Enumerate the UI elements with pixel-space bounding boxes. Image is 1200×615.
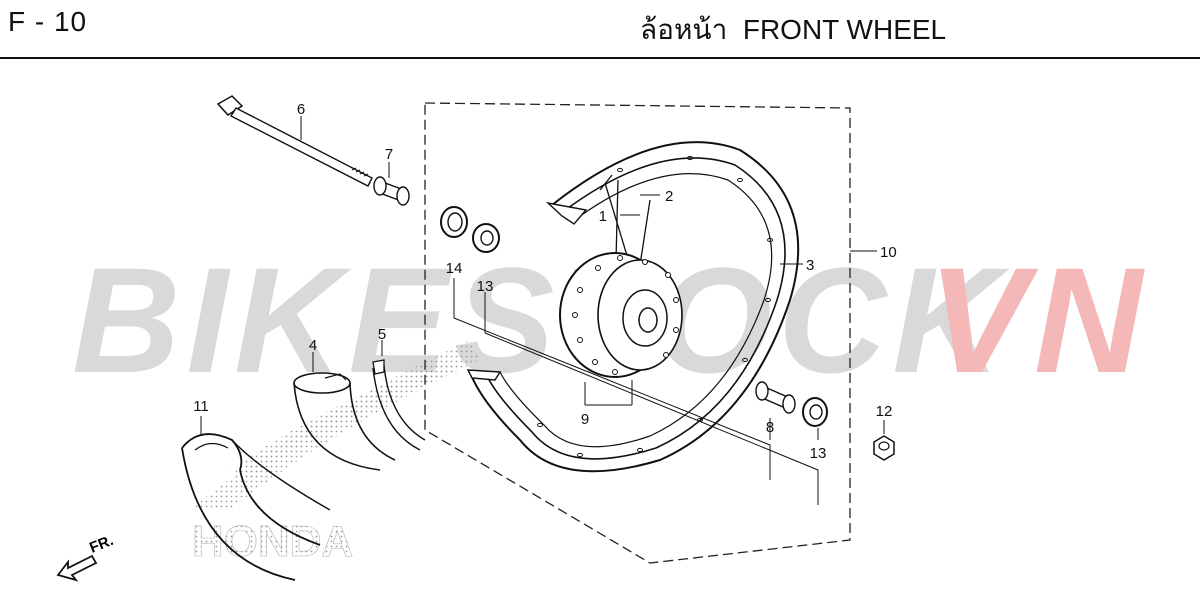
callout-10: 10: [880, 244, 897, 261]
callout-3: 3: [806, 257, 814, 274]
honda-logo: HONDA: [190, 340, 480, 566]
callout-4: 4: [309, 337, 317, 354]
tube: [293, 372, 396, 471]
callout-2: 2: [665, 188, 673, 205]
rim-band: [372, 359, 426, 451]
callouts: 1 2 3 4 5 6 7 8 9 10 11 12 13 13 14: [193, 101, 896, 462]
watermark-text-red: VN: [928, 236, 1148, 404]
page-code: F - 10: [8, 6, 88, 37]
bearing-left: [472, 223, 500, 253]
callout-1: 1: [599, 208, 607, 225]
front-label: FR.: [87, 532, 116, 557]
callout-7: 7: [385, 146, 393, 163]
rim: [466, 141, 800, 473]
watermark-text-gray: BIKESTOCK: [72, 236, 1010, 404]
axle-nut: [873, 435, 895, 461]
watermark: BIKESTOCK VN: [72, 236, 1148, 404]
callout-14: 14: [446, 260, 463, 277]
callout-9: 9: [581, 411, 589, 428]
callout-13-right: 13: [810, 445, 827, 462]
page-header: F - 10 ล้อหน้า FRONT WHEEL: [0, 0, 1200, 59]
header-rule: [0, 57, 1200, 59]
callout-6: 6: [297, 101, 305, 118]
arrow-icon: [56, 554, 98, 582]
bearing-right: [802, 397, 828, 427]
callout-12: 12: [876, 403, 893, 420]
callout-5: 5: [378, 326, 386, 343]
callout-8: 8: [766, 419, 774, 436]
page-title: ล้อหน้า FRONT WHEEL: [640, 14, 947, 45]
spokes: [599, 174, 651, 273]
wheel-hub: [559, 252, 683, 378]
tire: [181, 433, 331, 581]
callout-11: 11: [193, 398, 209, 415]
dust-seal: [440, 206, 468, 238]
distance-collar: [755, 381, 796, 414]
callout-13-left: 13: [477, 278, 494, 295]
front-direction-indicator: FR.: [56, 532, 116, 582]
honda-logo-text: HONDA: [192, 517, 353, 566]
axle: [216, 95, 373, 187]
assembly-frame-10: [424, 102, 851, 564]
axle-collar: [373, 176, 410, 206]
